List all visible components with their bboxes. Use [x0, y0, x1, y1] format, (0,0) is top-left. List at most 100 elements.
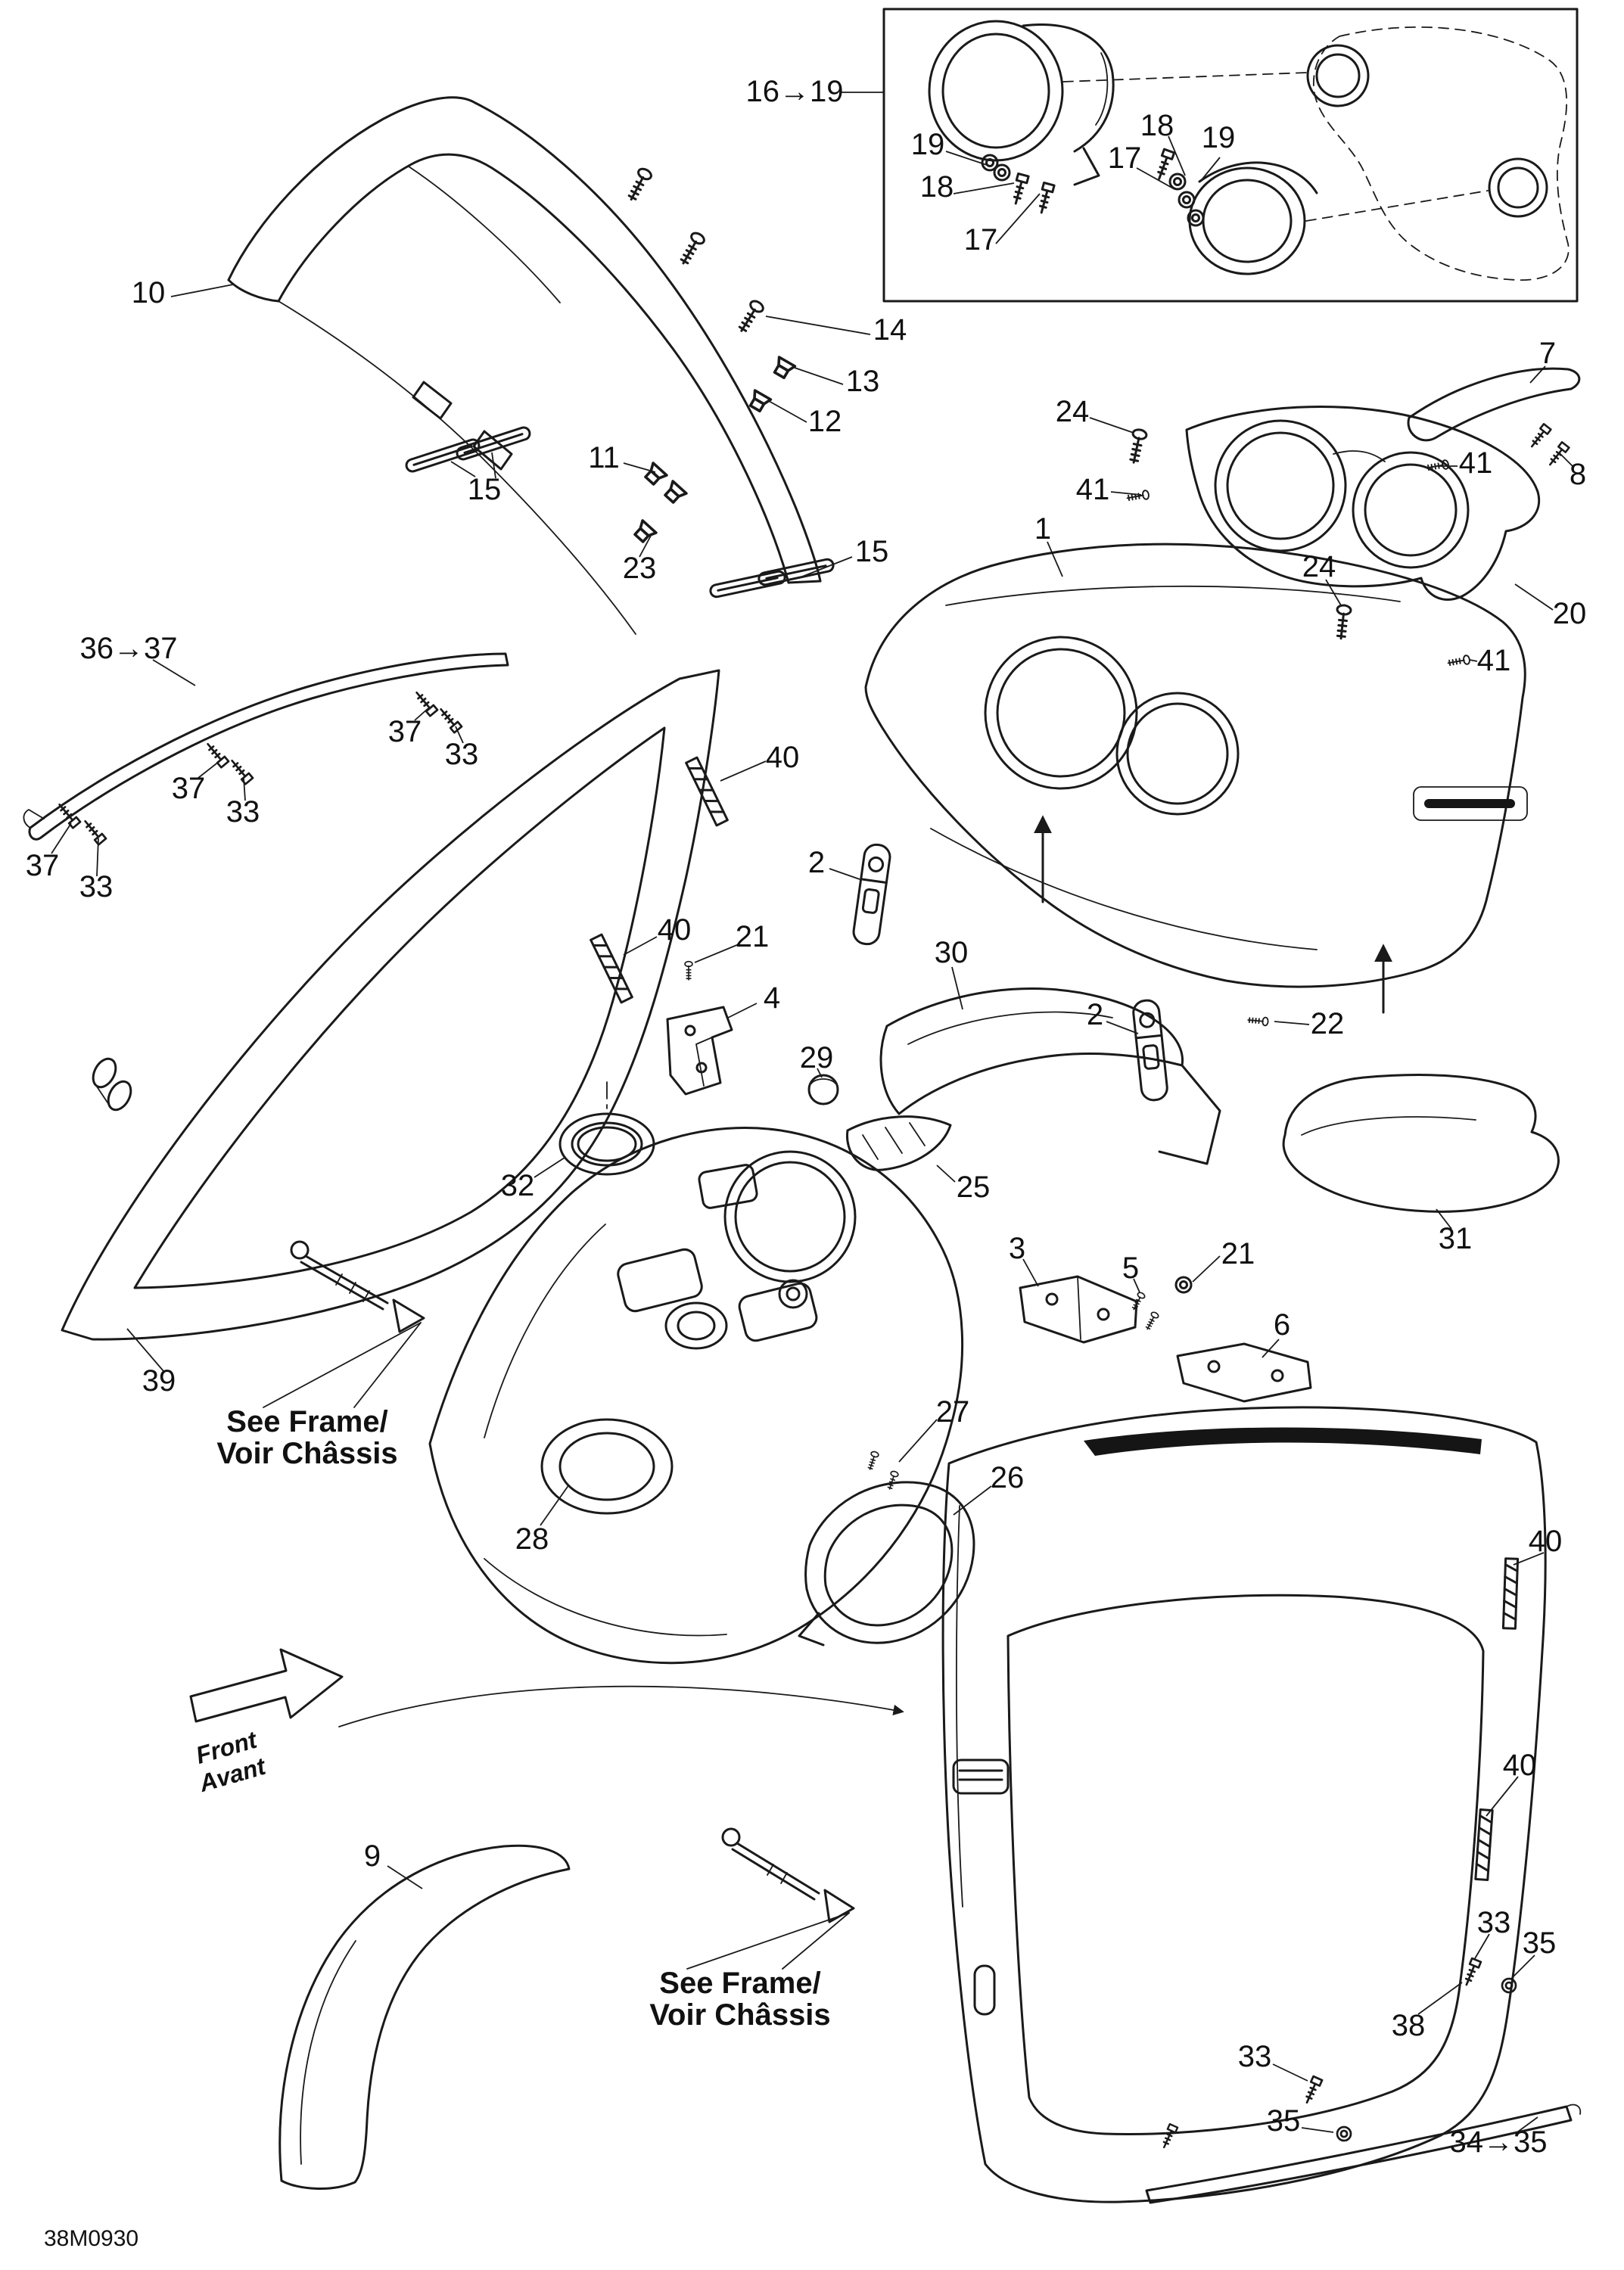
- washer-icon: [1168, 173, 1187, 191]
- bracket-3: [1019, 1275, 1138, 1344]
- callout-21-a: 21: [736, 920, 770, 953]
- trim-25: [846, 1115, 952, 1171]
- screw-icon: [866, 1450, 880, 1472]
- grommet-icon: [661, 480, 688, 506]
- bezel-26: [798, 1481, 975, 1647]
- callout-26: 26: [991, 1461, 1025, 1494]
- hood-console: [864, 543, 1528, 1014]
- bracket-6: [1176, 1342, 1312, 1403]
- callout-31: 31: [1439, 1222, 1473, 1255]
- headlight-detail-inset: [882, 8, 1579, 303]
- callout-40-a: 40: [766, 741, 800, 774]
- side-piece-9: [278, 1844, 571, 2190]
- bolt-icon: [412, 688, 439, 717]
- callout-39: 39: [142, 1364, 176, 1398]
- grommet-icon: [630, 519, 658, 546]
- callout-34-35: 34→35: [1450, 2125, 1548, 2159]
- deflector: [879, 987, 1221, 1165]
- callout-11: 11: [588, 441, 620, 474]
- callout-10: 10: [132, 276, 166, 309]
- callout-13: 13: [846, 365, 880, 398]
- callout-17-a: 17: [964, 223, 998, 257]
- trim-strip-40: [590, 933, 633, 1004]
- bolt-icon: [1009, 172, 1030, 207]
- bolt-icon: [1034, 181, 1056, 216]
- callout-37-a: 37: [388, 715, 422, 748]
- bolt-icon: [227, 756, 254, 785]
- bolt-icon: [436, 704, 463, 734]
- callout-25: 25: [957, 1171, 991, 1204]
- pad-31: [1282, 1074, 1560, 1213]
- see-frame-note-2-line1: See Frame/: [659, 1967, 820, 2000]
- callout-33-b: 33: [226, 795, 260, 829]
- washer-icon: [1178, 191, 1196, 209]
- callout-41-b: 41: [1459, 446, 1493, 480]
- callout-37-b: 37: [172, 772, 206, 805]
- trim-strip-40: [1474, 1808, 1494, 1881]
- callout-28: 28: [515, 1522, 549, 1556]
- callout-41-c: 41: [1477, 644, 1511, 677]
- windshield-fasteners: [403, 165, 836, 599]
- screw-icon: [1246, 1015, 1269, 1027]
- callout-18-a: 18: [920, 170, 954, 204]
- callout-8: 8: [1570, 458, 1586, 491]
- callout-19-b: 19: [1202, 121, 1236, 154]
- document-code: 38M0930: [44, 2226, 138, 2251]
- callout-4: 4: [764, 981, 780, 1015]
- front-direction-arrow: [189, 1648, 344, 1723]
- inset-border: [882, 8, 1579, 303]
- callout-14: 14: [873, 313, 907, 347]
- gauge-support: [1125, 405, 1541, 669]
- callout-23: 23: [623, 552, 657, 585]
- grommet-icon: [641, 462, 668, 488]
- trim-rail: [23, 652, 509, 846]
- callout-35-b: 35: [1267, 2104, 1301, 2138]
- bolt-icon: [1159, 2122, 1179, 2150]
- headlight-right: [1188, 161, 1318, 275]
- callout-7: 7: [1539, 337, 1556, 370]
- callout-33-a: 33: [445, 738, 479, 771]
- callout-40-c: 40: [1529, 1525, 1563, 1558]
- callout-21-b: 21: [1221, 1237, 1255, 1270]
- trim-strip-15: [708, 569, 788, 599]
- see-frame-note-1-line2: Voir Châssis: [216, 1437, 397, 1470]
- see-frame-note-2-line2: Voir Châssis: [649, 1998, 830, 2032]
- callout-41-a: 41: [1076, 473, 1110, 506]
- callout-12: 12: [808, 405, 842, 438]
- callout-1: 1: [1034, 512, 1051, 546]
- callout-labels: 16→19 19 18 17 17 18 19 10 14 13 12 11 1…: [26, 75, 1587, 2159]
- screw-icon: [676, 229, 708, 268]
- side-panel: [941, 1406, 1547, 2203]
- washer-icon: [1501, 1977, 1517, 1994]
- callout-20: 20: [1553, 597, 1587, 630]
- callout-37-c: 37: [26, 849, 60, 882]
- console-base: [428, 1127, 964, 1665]
- callout-40-d: 40: [1503, 1749, 1537, 1782]
- bolt-icon: [1545, 441, 1570, 469]
- callout-5: 5: [1122, 1252, 1139, 1285]
- trim-strip-40: [1501, 1557, 1520, 1630]
- callout-40-b: 40: [658, 913, 692, 947]
- screw-icon: [1125, 489, 1150, 504]
- callout-24-b: 24: [1302, 550, 1336, 583]
- bolt-icon: [1461, 1957, 1482, 1988]
- callout-33-c: 33: [79, 870, 114, 903]
- strip-34-35: [1145, 2104, 1582, 2204]
- callout-35-a: 35: [1523, 1926, 1557, 1960]
- callout-22: 22: [1311, 1007, 1345, 1040]
- bolt-icon: [80, 816, 107, 846]
- callout-27: 27: [936, 1395, 970, 1429]
- screw-icon: [1143, 1310, 1160, 1332]
- knob-29: [807, 1074, 839, 1105]
- gauge-visor: [1407, 367, 1581, 469]
- headlight-left: [928, 20, 1115, 186]
- callout-15-b: 15: [855, 535, 889, 568]
- callout-17-b: 17: [1108, 141, 1142, 175]
- windshield: [227, 96, 822, 635]
- callout-30: 30: [935, 936, 969, 969]
- callout-9: 9: [364, 1839, 381, 1873]
- screw-icon: [624, 165, 655, 204]
- bracket-4: [666, 1006, 733, 1096]
- bolt-icon: [1527, 423, 1552, 451]
- screw-icon: [1129, 1290, 1146, 1312]
